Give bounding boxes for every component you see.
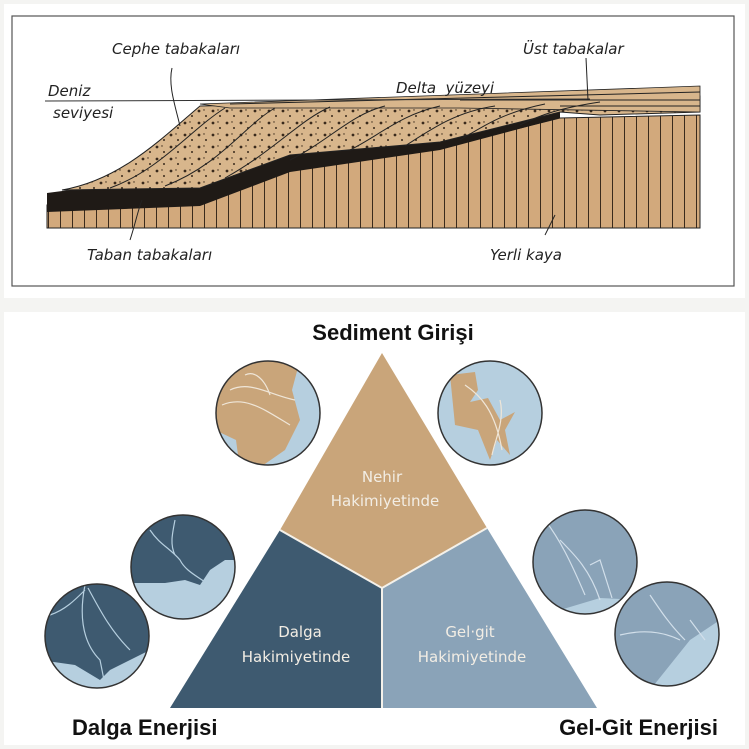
label-sea-level-2: seviyesi — [53, 104, 114, 122]
label-topset: Üst tabakalar — [523, 39, 624, 58]
apex-label-sediment-input: Sediment Girişi — [312, 320, 473, 345]
river-delta-map-1 — [215, 360, 321, 466]
wave-dominated-segment — [170, 530, 382, 708]
right-label-tide-energy: Gel-Git Enerjisi — [559, 715, 718, 740]
left-label-wave-energy: Dalga Enerjisi — [72, 715, 218, 740]
label-bedrock: Yerli kaya — [490, 246, 562, 264]
tide-dominated-segment — [382, 528, 597, 708]
bottomset-layer — [47, 112, 560, 212]
tide-label-2: Hakimiyetinde — [418, 648, 527, 666]
foreset-layer — [61, 95, 701, 191]
foreset-leader — [170, 67, 181, 127]
label-sea-level-1: Deniz — [48, 82, 91, 100]
label-foreset: Cephe tabakaları — [112, 40, 240, 58]
cross-section-panel: Cephe tabakaları Üst tabakalar Deniz sev… — [4, 4, 745, 298]
river-delta-map-2 — [437, 360, 543, 466]
label-delta-surface: Delta yüzeyi — [396, 79, 495, 97]
bottomset-leader — [129, 199, 143, 241]
wave-label-2: Hakimiyetinde — [242, 648, 351, 666]
bedrock-leader — [544, 214, 556, 236]
delta-classification-triangle: Nehir Hakimiyetinde Dalga Hakimiyetinde … — [4, 312, 745, 745]
river-label-2: Hakimiyetinde — [331, 492, 440, 510]
river-label-1: Nehir — [362, 468, 403, 486]
topset-leader — [585, 57, 589, 101]
wave-label-1: Dalga — [278, 623, 322, 641]
sea-level-line — [44, 98, 591, 102]
foreset-lines — [109, 91, 701, 189]
label-bottomset: Taban tabakaları — [87, 246, 212, 264]
tide-label-1: Gel·git — [445, 623, 494, 641]
wave-delta-map-1 — [130, 514, 236, 620]
river-dominated-segment — [280, 353, 487, 588]
